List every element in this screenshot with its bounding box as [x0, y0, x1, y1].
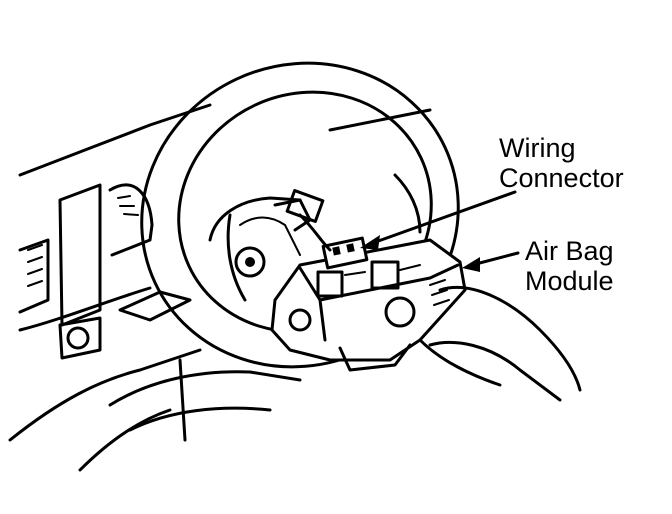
wiring-connector-label: Wiring Connector	[499, 133, 624, 193]
air-bag-module	[270, 238, 467, 372]
wiring-connector-label-line-2: Connector	[499, 163, 624, 193]
air-bag-module-label-line-2: Module	[525, 266, 614, 296]
callout-arrows	[360, 190, 520, 272]
dashboard	[8, 103, 212, 442]
hands	[78, 285, 582, 472]
wiring-connector	[298, 213, 369, 270]
wiring-connector-arrowhead	[360, 235, 380, 250]
wiring-connector-leader-line	[368, 190, 517, 246]
wiring-connector-label-line-1: Wiring	[499, 133, 576, 163]
steering-hub	[208, 189, 325, 278]
air-bag-module-label: Air Bag Module	[525, 236, 614, 296]
air-bag-module-arrowhead	[462, 257, 480, 272]
air-bag-module-label-line-1: Air Bag	[525, 236, 614, 266]
